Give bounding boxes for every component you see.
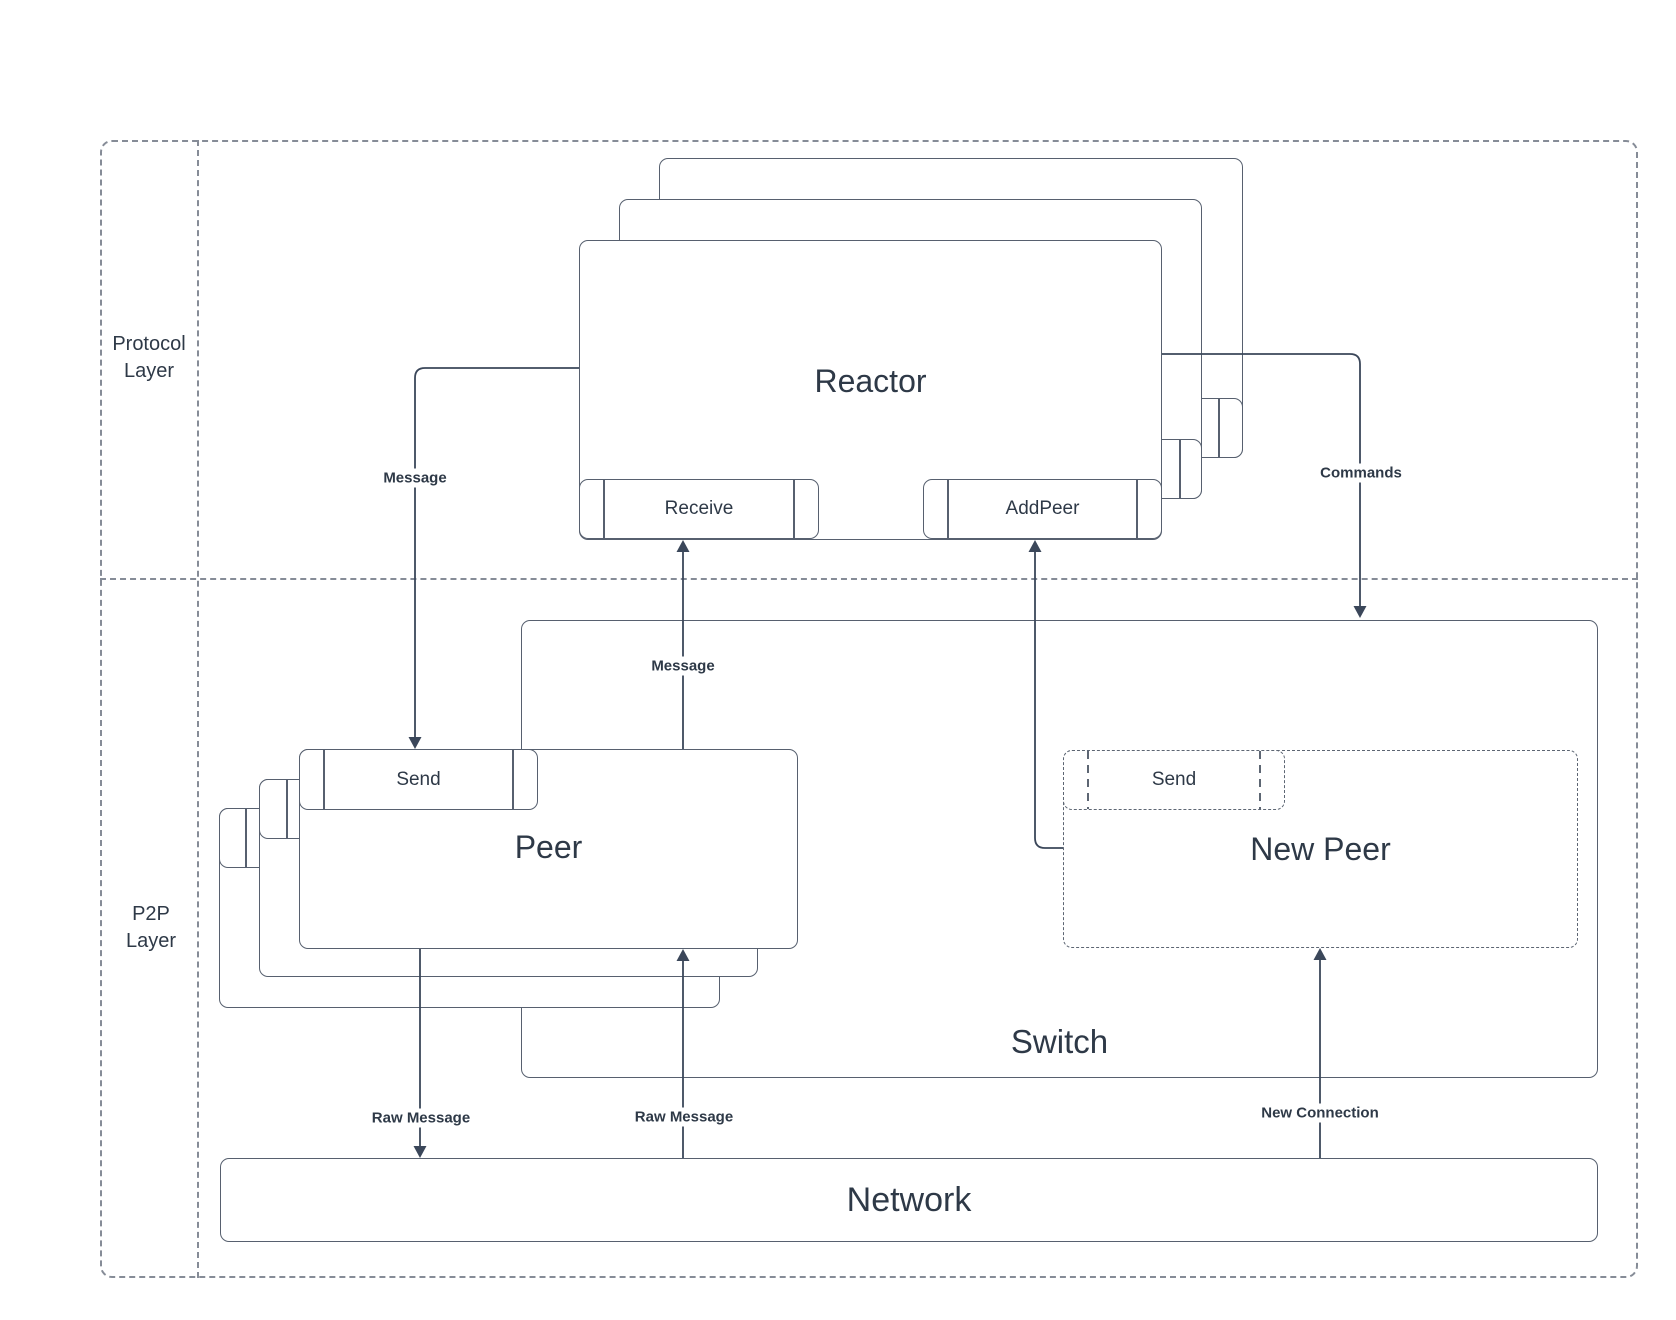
- new-connection-label: New Connection: [1256, 1103, 1384, 1123]
- message-to-peer-label: Message: [378, 468, 452, 488]
- receive-subnode: Receive: [579, 479, 819, 539]
- raw-message-out-label: Raw Message: [366, 1108, 476, 1128]
- message-to-reactor-label: Message: [646, 656, 720, 676]
- peer-label: Peer: [514, 828, 583, 865]
- peer-send-subnode: Send: [299, 749, 538, 810]
- protocol-p2p-divider: [100, 578, 1638, 580]
- protocol-layer-label-line1: Protocol: [112, 333, 186, 355]
- p2p-layer-label-line2: Layer: [125, 930, 177, 952]
- protocol-layer-label-line2: Layer: [123, 360, 175, 382]
- network-label: Network: [846, 1180, 972, 1219]
- addpeer-label: AddPeer: [1005, 498, 1080, 519]
- commands-label: Commands: [1315, 463, 1407, 483]
- outer-dashed-border: [100, 140, 1638, 1278]
- reactor-label: Reactor: [814, 363, 927, 399]
- addpeer-subnode: AddPeer: [923, 479, 1162, 539]
- new-peer-send-label: Send: [1151, 769, 1197, 790]
- switch-label: Switch: [1010, 1023, 1109, 1060]
- p2p-layer-label-line1: P2P: [132, 903, 170, 925]
- protocol-layer-label: Protocol Layer: [89, 331, 209, 385]
- layer-label-divider: [197, 140, 199, 1278]
- peer-send-label: Send: [396, 768, 441, 790]
- new-peer-label: New Peer: [1250, 830, 1391, 867]
- network-node: Network: [220, 1158, 1598, 1242]
- p2p-layer-label: P2P Layer: [91, 901, 211, 955]
- new-peer-send-subnode: Send: [1063, 750, 1285, 810]
- receive-label: Receive: [664, 498, 734, 519]
- raw-message-in-label: Raw Message: [629, 1107, 739, 1127]
